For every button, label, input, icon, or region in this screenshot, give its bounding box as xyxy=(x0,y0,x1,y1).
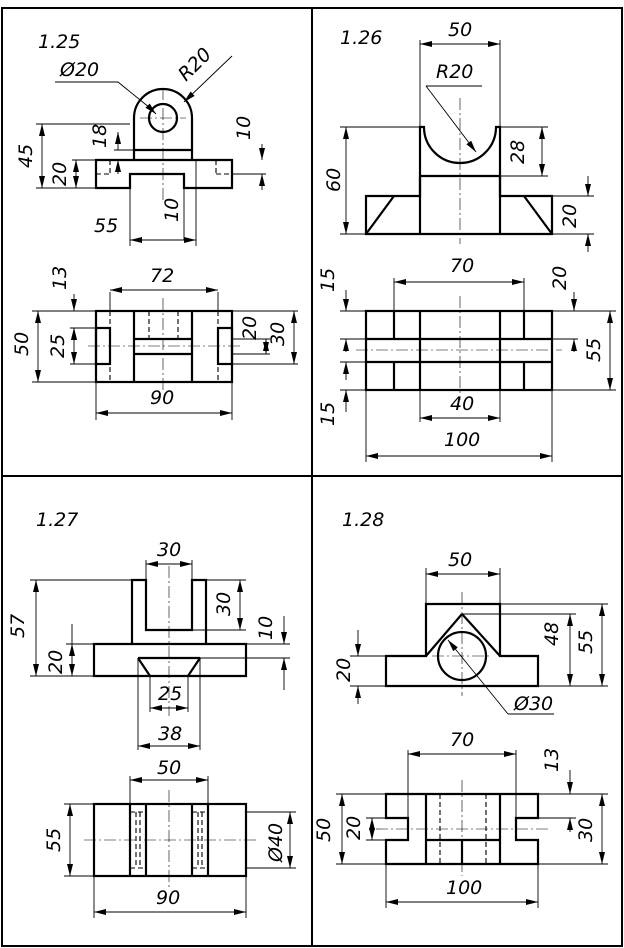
dimensions: 30 57 20 30 10 2 xyxy=(7,539,296,918)
dim-text: 50 xyxy=(157,757,181,779)
dim-text: 55 xyxy=(575,630,597,654)
dim-text: 18 xyxy=(89,124,111,148)
dimensions: 50 R20 60 28 20 70 xyxy=(317,19,616,462)
dim-text: 38 xyxy=(158,723,182,745)
dim-text: 15 xyxy=(317,402,339,426)
dim-text: 25 xyxy=(47,334,69,358)
dim-text: 13 xyxy=(541,748,563,772)
front-view xyxy=(384,592,540,696)
dim-text: 60 xyxy=(323,168,345,192)
top-view xyxy=(88,298,240,392)
dim-text: 70 xyxy=(450,729,474,751)
dim-text: 10 xyxy=(161,198,183,222)
dim-text: 13 xyxy=(49,266,71,290)
dim-text: Ø30 xyxy=(513,693,553,715)
dim-text: 15 xyxy=(317,268,339,292)
dim-text: 100 xyxy=(446,877,482,899)
dim-text: R20 xyxy=(174,44,216,86)
dimensions: Ø20 R20 45 20 18 10 xyxy=(11,44,298,420)
dim-text: 50 xyxy=(448,549,472,571)
problem-1-26: 1.26 xyxy=(317,19,616,462)
dim-text: 30 xyxy=(575,818,597,842)
dim-text: 72 xyxy=(150,265,174,287)
dim-text: 20 xyxy=(239,316,261,340)
dim-text: 90 xyxy=(156,887,180,909)
dim-text: 90 xyxy=(150,387,174,409)
dim-text: 28 xyxy=(507,140,529,164)
dim-text: 20 xyxy=(343,816,365,840)
top-view xyxy=(84,790,256,890)
dim-text: R20 xyxy=(436,61,473,83)
dim-text: 30 xyxy=(267,322,289,346)
sheet-frame xyxy=(1,7,623,947)
dim-text: Ø20 xyxy=(59,59,99,81)
front-view xyxy=(364,98,554,244)
dim-text: 30 xyxy=(213,592,235,616)
dim-text: 50 xyxy=(11,332,33,356)
dim-text: 25 xyxy=(158,683,182,705)
dim-text: 40 xyxy=(450,393,474,415)
dim-text: 55 xyxy=(94,215,118,237)
dim-text: 48 xyxy=(541,622,563,646)
problem-1-28: 1.28 50 xyxy=(313,509,608,908)
problem-label: 1.28 xyxy=(342,509,384,531)
dim-text: 30 xyxy=(157,539,181,561)
top-view xyxy=(376,780,548,876)
front-view xyxy=(94,87,234,200)
dim-text: 100 xyxy=(444,429,480,451)
dim-text: 50 xyxy=(313,818,335,842)
dim-text: 10 xyxy=(233,116,255,140)
problem-label: 1.27 xyxy=(36,509,78,531)
dim-text: 20 xyxy=(333,658,355,682)
dim-text: 55 xyxy=(43,828,65,852)
dim-text: 20 xyxy=(49,162,71,186)
problem-1-25: 1.25 xyxy=(11,31,298,420)
dim-text: 50 xyxy=(448,19,472,41)
dim-text: 20 xyxy=(549,266,571,290)
dim-text: 70 xyxy=(450,255,474,277)
dim-text: Ø40 xyxy=(265,823,287,863)
problem-1-27: 1.27 xyxy=(7,509,296,918)
dimensions: 50 48 55 20 Ø30 70 xyxy=(313,549,608,908)
dim-text: 55 xyxy=(583,338,605,362)
problem-label: 1.26 xyxy=(340,27,382,49)
dim-text: 10 xyxy=(255,616,277,640)
dim-text: 45 xyxy=(15,144,37,168)
problem-label: 1.25 xyxy=(38,31,80,53)
dim-text: 20 xyxy=(559,204,581,228)
dim-text: 57 xyxy=(7,614,29,638)
dim-text: 20 xyxy=(45,650,67,674)
top-view xyxy=(356,296,562,400)
